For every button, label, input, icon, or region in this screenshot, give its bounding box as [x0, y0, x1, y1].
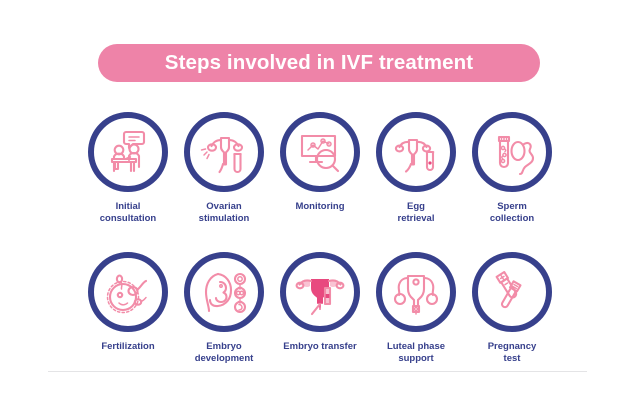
step-icon-ring	[184, 252, 264, 332]
step-icon-ring	[280, 112, 360, 192]
step-icon-ring	[376, 252, 456, 332]
uterus-test-tube-icon	[394, 138, 435, 173]
pregnancy-test-stick-icon	[495, 271, 522, 309]
ovary-stimulation-icon	[200, 136, 244, 174]
sperm-sample-cup-icon	[497, 135, 535, 176]
step-label: Initial consultation	[99, 201, 157, 224]
step-label: Pregnancy test	[487, 341, 537, 364]
egg-sperm-fertilization-icon	[106, 274, 148, 314]
embryo-development-icon	[204, 272, 247, 314]
step-fertilization[interactable]: Fertilization	[80, 252, 176, 364]
steps-row-2: Fertilization	[80, 252, 560, 364]
step-icon-ring	[88, 252, 168, 332]
step-sperm-collection[interactable]: Sperm collection	[464, 112, 560, 224]
step-luteal-phase-support[interactable]: Luteal phase support	[368, 252, 464, 364]
step-icon-ring	[472, 112, 552, 192]
step-embryo-development[interactable]: Embryo development	[176, 252, 272, 364]
title-banner: Steps involved in IVF treatment	[98, 44, 540, 82]
step-label: Monitoring	[295, 201, 345, 212]
embryo-transfer-catheter-icon	[295, 279, 345, 316]
uterus-support-icon	[393, 274, 439, 315]
step-label: Luteal phase support	[386, 341, 446, 364]
step-icon-ring	[280, 252, 360, 332]
step-label: Fertilization	[101, 341, 155, 352]
bottom-divider	[48, 371, 587, 372]
step-icon-ring	[376, 112, 456, 192]
step-icon-ring	[184, 112, 264, 192]
page-title: Steps involved in IVF treatment	[164, 50, 474, 74]
step-label: Embryo development	[194, 341, 254, 364]
monitor-chart-magnifier-icon	[300, 134, 340, 173]
step-embryo-transfer[interactable]: Embryo transfer	[272, 252, 368, 364]
step-label: Egg retrieval	[397, 201, 435, 224]
steps-row-1: Initial consultation	[80, 112, 560, 224]
step-initial-consultation[interactable]: Initial consultation	[80, 112, 176, 224]
step-ovarian-stimulation[interactable]: Ovarian stimulation	[176, 112, 272, 224]
step-label: Sperm collection	[489, 201, 535, 224]
step-label: Ovarian stimulation	[198, 201, 250, 224]
step-monitoring[interactable]: Monitoring	[272, 112, 368, 224]
step-label: Embryo transfer	[283, 341, 357, 352]
step-icon-ring	[472, 252, 552, 332]
step-pregnancy-test[interactable]: Pregnancy test	[464, 252, 560, 364]
step-egg-retrieval[interactable]: Egg retrieval	[368, 112, 464, 224]
doctor-consultation-icon	[110, 130, 146, 173]
step-icon-ring	[88, 112, 168, 192]
